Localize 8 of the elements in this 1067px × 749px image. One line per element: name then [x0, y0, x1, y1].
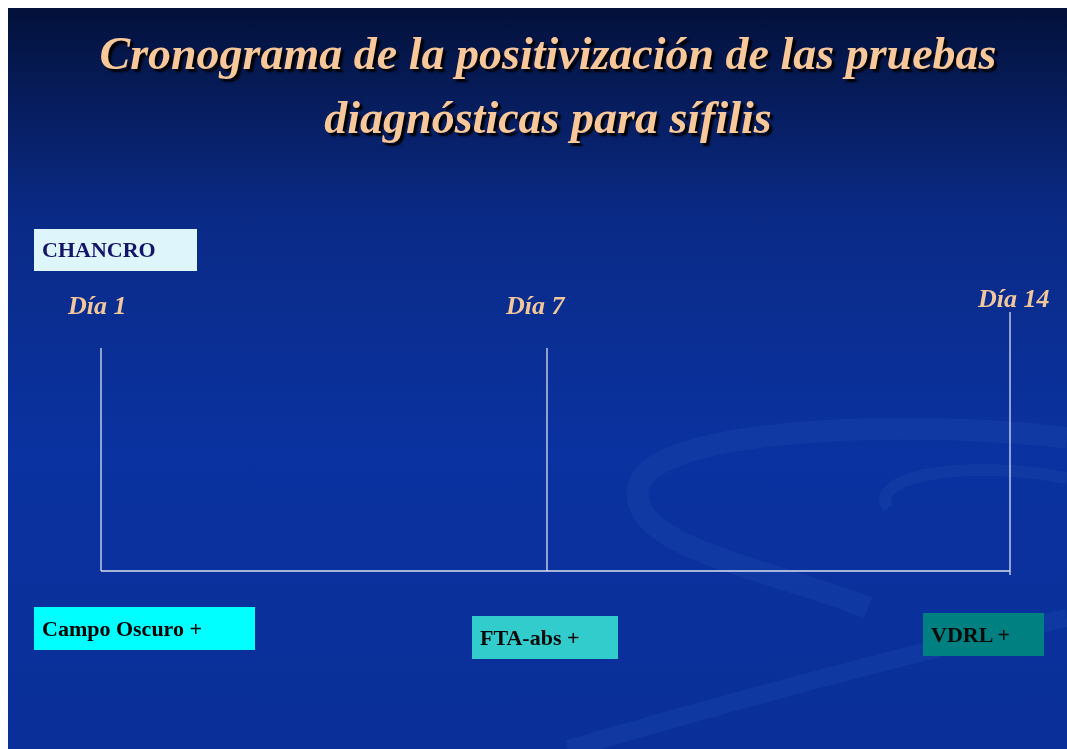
test-result-box: VDRL +	[923, 613, 1044, 656]
slide-title: Cronograma de la positivización de las pruebas diagnósticas para sífilis	[98, 27, 998, 145]
test-result-box: Campo Oscuro +	[34, 607, 255, 650]
test-result-box: FTA-abs +	[472, 616, 618, 659]
day-label: Día 1	[68, 291, 127, 321]
event-box: CHANCRO	[34, 229, 197, 271]
day-label: Día 7	[506, 291, 565, 321]
day-label: Día 14	[978, 284, 1050, 314]
